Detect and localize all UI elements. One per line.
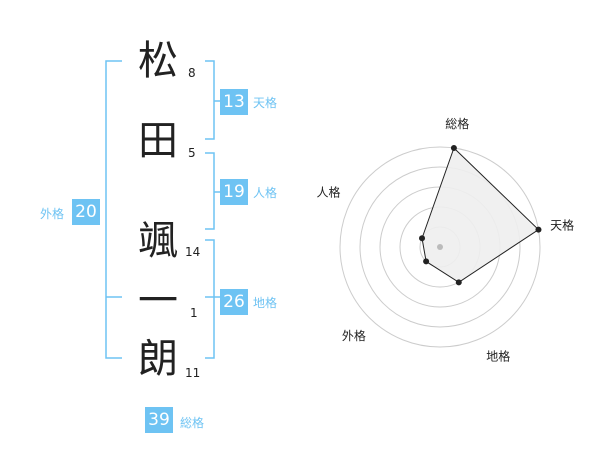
gaikaku-label: 外格 <box>40 207 65 221</box>
gaikaku-bracket <box>105 60 122 359</box>
chikaku-bracket <box>205 239 215 359</box>
radar-grid-ring <box>339 146 541 348</box>
jinkaku-bracket <box>205 152 215 230</box>
radar-axis-label-5: 人格 <box>317 185 341 200</box>
name-char-4: 一 <box>138 278 178 324</box>
stroke-count-2: 5 <box>188 146 196 160</box>
name-char-2: 田 <box>138 118 178 164</box>
stroke-count-5: 11 <box>185 366 201 380</box>
name-char-5: 朗 <box>138 336 178 382</box>
soukaku-value: 39 <box>145 407 173 433</box>
stroke-count-4: 1 <box>190 306 198 320</box>
chikaku-label: 地格 <box>253 296 278 310</box>
chikaku-value: 26 <box>220 289 248 315</box>
radar-point-1 <box>450 144 457 151</box>
stroke-count-3: 14 <box>185 245 201 259</box>
radar-point-4 <box>423 258 430 265</box>
radar-center-point <box>437 244 443 250</box>
radar-point-2 <box>535 226 542 233</box>
tenkaku-value: 13 <box>220 89 248 115</box>
radar-axis-label-4: 外格 <box>342 328 366 343</box>
tenkaku-label: 天格 <box>253 96 278 110</box>
jinkaku-value: 19 <box>220 179 248 205</box>
radar-axis-label-3: 地格 <box>486 348 510 363</box>
soukaku-label: 総格 <box>180 416 205 430</box>
name-char-1: 松 <box>138 38 178 84</box>
radar-data-polygon <box>421 147 540 283</box>
radar-grid-ring <box>359 166 521 328</box>
tenkaku-bracket <box>205 60 215 140</box>
stroke-count-1: 8 <box>188 66 196 80</box>
gaikaku-value: 20 <box>72 199 100 225</box>
radar-point-5 <box>419 235 426 242</box>
radar-axis-label-2: 天格 <box>550 217 574 232</box>
radar-point-3 <box>455 279 462 286</box>
radar-axis-label-1: 総格 <box>445 116 469 131</box>
jinkaku-label: 人格 <box>253 186 278 200</box>
name-char-3: 颯 <box>138 218 178 264</box>
